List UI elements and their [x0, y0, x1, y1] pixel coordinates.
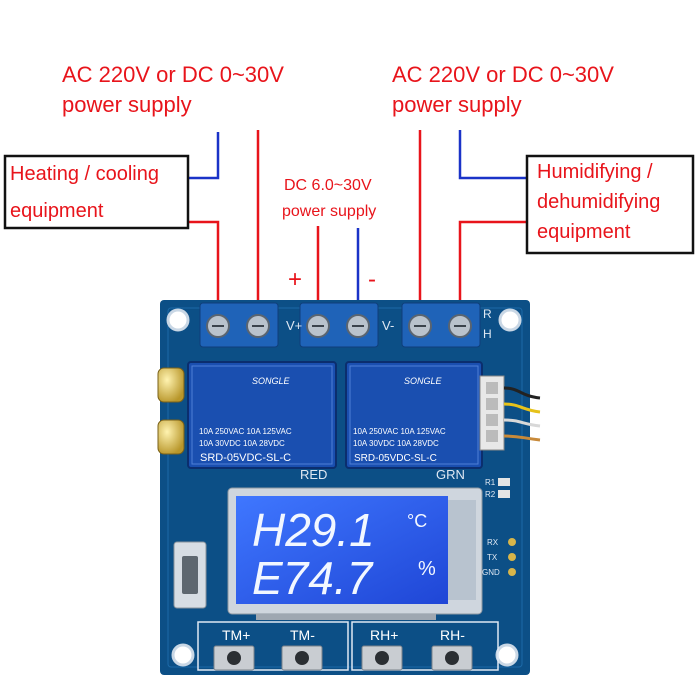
mounting-hole-bl	[171, 643, 195, 667]
lcd-screen	[236, 496, 448, 604]
lcd-display: H29.1 °C E74.7 %	[227, 487, 483, 620]
lcd-line2-value: E74.7	[252, 552, 374, 604]
mounting-hole-tl	[166, 308, 190, 332]
pcb-board: V+ V- R H SONGLE 10A 250VAC 10A 125VAC 1…	[157, 300, 541, 675]
terminal-block-power	[299, 302, 379, 348]
dc-supply-label-line1: DC 6.0~30V	[284, 177, 372, 194]
relay-right-rating2: 10A 30VDC 10A 28VDC	[353, 439, 439, 448]
lcd-line2-unit: %	[418, 558, 436, 580]
left-supply-label-line2: power supply	[62, 92, 192, 117]
mounting-hole-tr	[498, 308, 522, 332]
led-green-label: GRN	[436, 467, 465, 482]
dc-supply-label-line2: power supply	[282, 203, 376, 220]
r1-label: R1	[485, 478, 496, 487]
minus-sign: -	[368, 266, 376, 293]
button-rh-plus[interactable]	[361, 645, 403, 671]
lcd-line1-unit: °C	[407, 511, 427, 531]
terminal-rh-label-h: H	[483, 327, 492, 341]
right-equipment-label-line3: equipment	[537, 221, 631, 243]
relay-left-rating2: 10A 30VDC 10A 28VDC	[199, 439, 285, 448]
wire-left-equipment-red	[188, 220, 220, 305]
pin-tx-label: TX	[487, 553, 498, 562]
sensor-connector	[479, 375, 541, 451]
pin-gnd-label: GND	[482, 568, 500, 577]
relay-right-model: SRD-05VDC-SL-C	[354, 453, 437, 464]
capacitor-bottom	[157, 419, 185, 455]
left-equipment-box	[3, 154, 190, 230]
wires	[188, 130, 527, 305]
right-equipment-label-line1: Humidifying /	[537, 161, 653, 183]
button-rh-minus[interactable]	[431, 645, 473, 671]
led-red-label: RED	[300, 467, 327, 482]
button-rh-minus-label: RH-	[440, 627, 465, 643]
relay-right-rating1: 10A 250VAC 10A 125VAC	[353, 427, 446, 436]
button-tm-minus-label: TM-	[290, 627, 315, 643]
pin-rx-label: RX	[487, 538, 499, 547]
micro-usb-port	[173, 541, 207, 609]
relay-left-rating1: 10A 250VAC 10A 125VAC	[199, 427, 292, 436]
wire-left-equipment-blue	[188, 132, 220, 180]
button-tm-plus-label: TM+	[222, 627, 250, 643]
capacitor-top	[157, 367, 185, 403]
terminal-v-minus-label: V-	[382, 318, 394, 333]
right-equipment-label-line2: dehumidifying	[537, 191, 660, 213]
left-supply-label-line1: AC 220V or DC 0~30V	[62, 62, 284, 87]
terminal-block-left	[199, 302, 279, 348]
right-supply-label-line1: AC 220V or DC 0~30V	[392, 62, 614, 87]
r2-label: R2	[485, 490, 496, 499]
relay-right-brand: SONGLE	[404, 376, 443, 386]
terminal-v-plus-label: V+	[286, 318, 302, 333]
terminal-rh-label-r: R	[483, 307, 492, 321]
right-equipment-box	[525, 154, 695, 255]
button-tm-plus[interactable]	[213, 645, 255, 671]
wire-right-equipment-red	[458, 220, 527, 305]
relay-left-model: SRD-05VDC-SL-C	[200, 452, 291, 464]
terminal-block-right	[401, 302, 481, 348]
wire-right-supply-blue	[458, 130, 527, 180]
left-equipment-label-line1: Heating / cooling	[10, 163, 159, 185]
relay-right: SONGLE 10A 250VAC 10A 125VAC 10A 30VDC 1…	[345, 361, 483, 469]
lcd-line1-value: H29.1	[252, 504, 375, 556]
mounting-hole-br	[495, 643, 519, 667]
button-rh-plus-label: RH+	[370, 627, 398, 643]
left-equipment-label-line2: equipment	[10, 200, 104, 222]
button-tm-minus[interactable]	[281, 645, 323, 671]
relay-left-brand: SONGLE	[252, 376, 291, 386]
plus-sign: +	[288, 266, 302, 293]
right-supply-label-line2: power supply	[392, 92, 522, 117]
relay-left: SONGLE 10A 250VAC 10A 125VAC 10A 30VDC 1…	[187, 361, 337, 469]
